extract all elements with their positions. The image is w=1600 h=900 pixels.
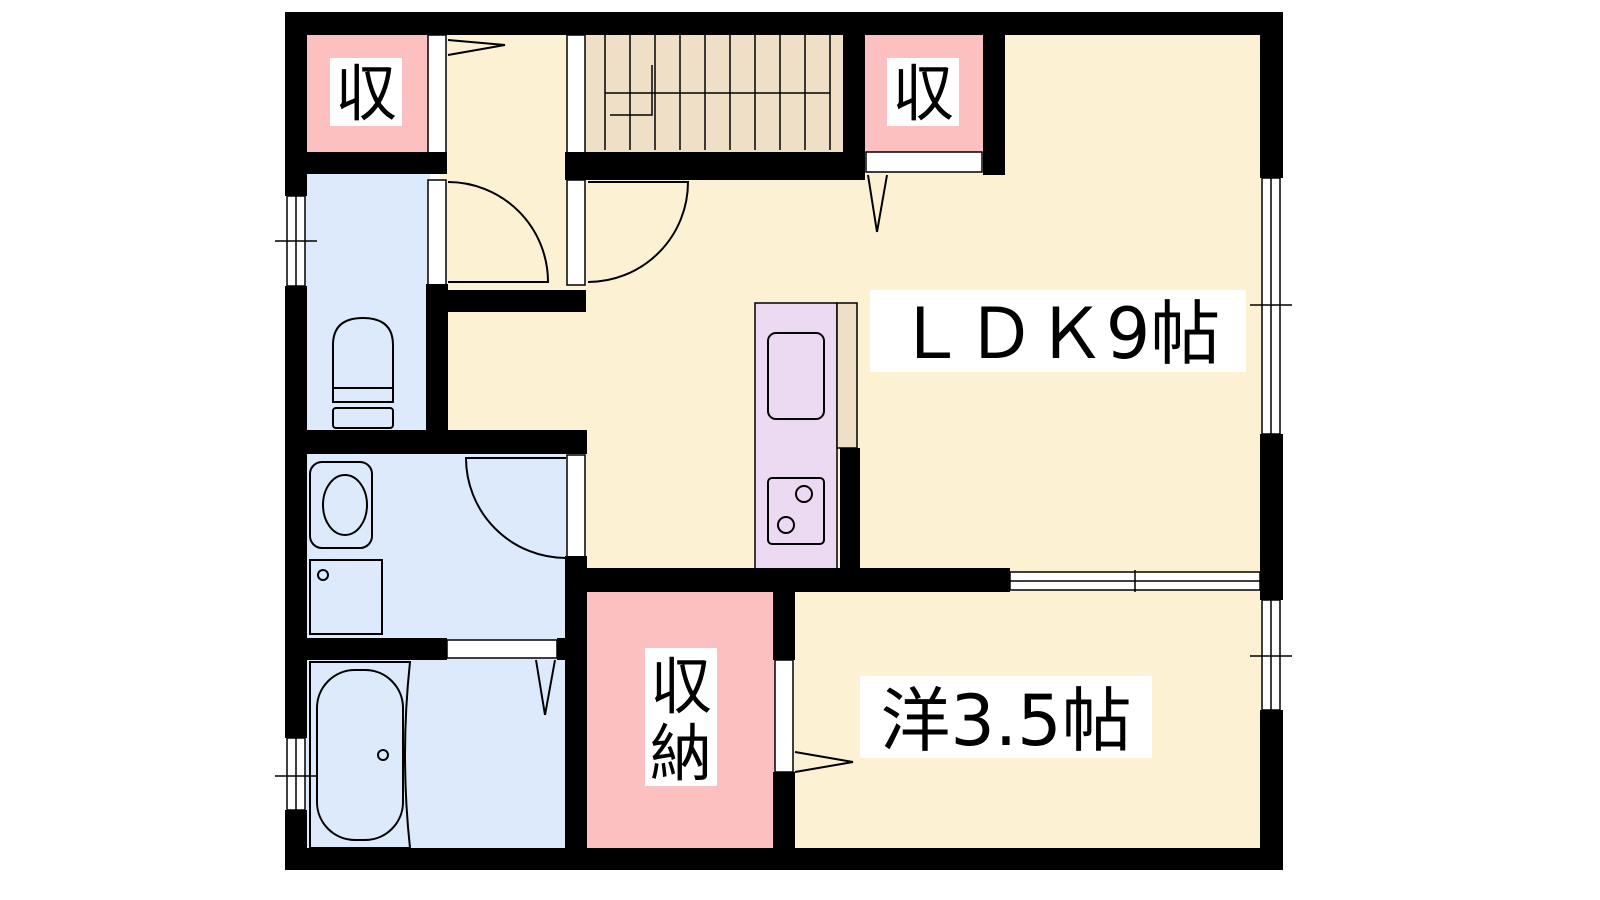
windows (275, 177, 1292, 811)
closet-label: 収 (892, 57, 954, 130)
kitchen-side (836, 302, 858, 449)
ldk-label: ＬＤＫ9帖 (896, 293, 1221, 375)
walls (285, 12, 1283, 870)
storage-label-line1: 収 (650, 650, 712, 723)
western-room-label: 洋3.5帖 (880, 680, 1131, 762)
storage-label-line2: 納 (650, 717, 712, 790)
closet-label: 収 (335, 57, 397, 130)
stove-icon (767, 477, 825, 545)
washbasin-icon (309, 461, 383, 635)
toilet-icon (332, 316, 394, 429)
sink-icon (767, 332, 825, 420)
stair-treads (604, 35, 831, 150)
bathtub-icon (309, 661, 412, 849)
door-swings (447, 39, 888, 773)
